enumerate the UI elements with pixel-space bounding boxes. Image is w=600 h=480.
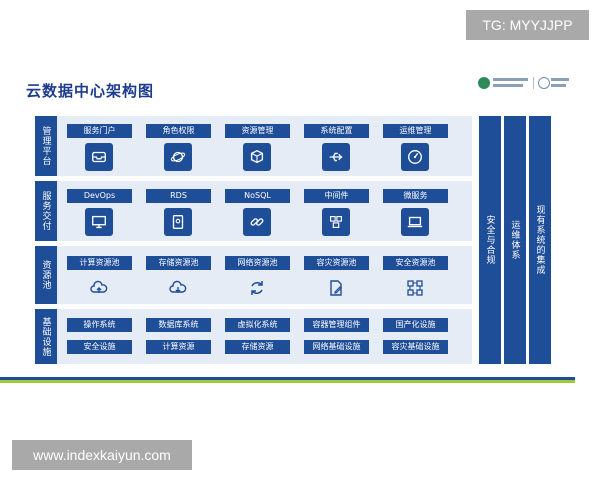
usb-icon xyxy=(322,143,350,171)
chip-role-permission: 角色权限 xyxy=(146,124,211,138)
column-existing-integration: 现有系统的集成 xyxy=(529,116,551,364)
planet-icon xyxy=(164,143,192,171)
row-service-delivery: 服务交付 DevOps RDS NoSQL 中间件 微服务 xyxy=(35,181,472,241)
chip-network-infrastructure: 网络基础设施 xyxy=(304,340,369,354)
monitor-icon xyxy=(85,208,113,236)
chip-storage-resource: 存储资源 xyxy=(225,340,290,354)
chip-virtualization-system: 虚拟化系统 xyxy=(225,318,290,332)
gauge-icon xyxy=(401,143,429,171)
refresh-icon xyxy=(246,277,268,299)
watermark-top: TG: MYYJJPP xyxy=(466,10,589,40)
logo-secondary-icon xyxy=(538,77,550,89)
chip-devops: DevOps xyxy=(67,189,132,203)
logo-mark-icon xyxy=(478,77,490,89)
chip-dr-infrastructure: 容灾基础设施 xyxy=(383,340,448,354)
document-edit-icon xyxy=(325,277,347,299)
row-label-infrastructure: 基础设施 xyxy=(35,309,57,364)
company-logo xyxy=(478,75,570,93)
cluster-icon xyxy=(322,208,350,236)
chip-localized-facility: 国产化设施 xyxy=(383,318,448,332)
row-label-management: 管理平台 xyxy=(35,116,57,176)
row-label-resource-pool: 资源池 xyxy=(35,246,57,304)
network-nodes-icon xyxy=(404,277,426,299)
chip-security-pool: 安全资源池 xyxy=(383,256,448,270)
chip-security-facility: 安全设施 xyxy=(67,340,132,354)
column-ops-system: 运维体系 xyxy=(504,116,526,364)
column-security-compliance: 安全与合规 xyxy=(479,116,501,364)
chip-compute-pool: 计算资源池 xyxy=(67,256,132,270)
badge-icon xyxy=(164,208,192,236)
chip-microservice: 微服务 xyxy=(383,189,448,203)
row-label-service-delivery: 服务交付 xyxy=(35,181,57,241)
laptop-icon xyxy=(401,208,429,236)
row-resource-pool: 资源池 计算资源池 存储资源池 网络资源池 容灾资源池 安全资源池 xyxy=(35,246,472,304)
chip-compute-resource: 计算资源 xyxy=(146,340,211,354)
divider-green xyxy=(0,380,575,383)
chip-network-pool: 网络资源池 xyxy=(225,256,290,270)
chip-database-system: 数据库系统 xyxy=(146,318,211,332)
row-management: 管理平台 服务门户 角色权限 资源管理 系统配置 运维管理 xyxy=(35,116,472,176)
box-icon xyxy=(243,143,271,171)
chip-container-management: 容器管理组件 xyxy=(304,318,369,332)
chip-system-config: 系统配置 xyxy=(304,124,369,138)
cloud-download-icon xyxy=(167,277,189,299)
inbox-icon xyxy=(85,143,113,171)
diagram-title: 云数据中心架构图 xyxy=(26,82,155,100)
chip-dr-pool: 容灾资源池 xyxy=(304,256,369,270)
chip-operating-system: 操作系统 xyxy=(67,318,132,332)
chip-storage-pool: 存储资源池 xyxy=(146,256,211,270)
chip-middleware: 中间件 xyxy=(304,189,369,203)
divider-blue xyxy=(0,377,575,380)
cloud-upload-icon xyxy=(88,277,110,299)
link-icon xyxy=(243,208,271,236)
row-infrastructure: 基础设施 操作系统 数据库系统 虚拟化系统 容器管理组件 国产化设施 安全设施 … xyxy=(35,309,472,364)
watermark-bottom: www.indexkaiyun.com xyxy=(12,440,192,470)
chip-service-portal: 服务门户 xyxy=(67,124,132,138)
chip-nosql: NoSQL xyxy=(225,189,290,203)
chip-resource-management: 资源管理 xyxy=(225,124,290,138)
chip-rds: RDS xyxy=(146,189,211,203)
chip-ops-management: 运维管理 xyxy=(383,124,448,138)
